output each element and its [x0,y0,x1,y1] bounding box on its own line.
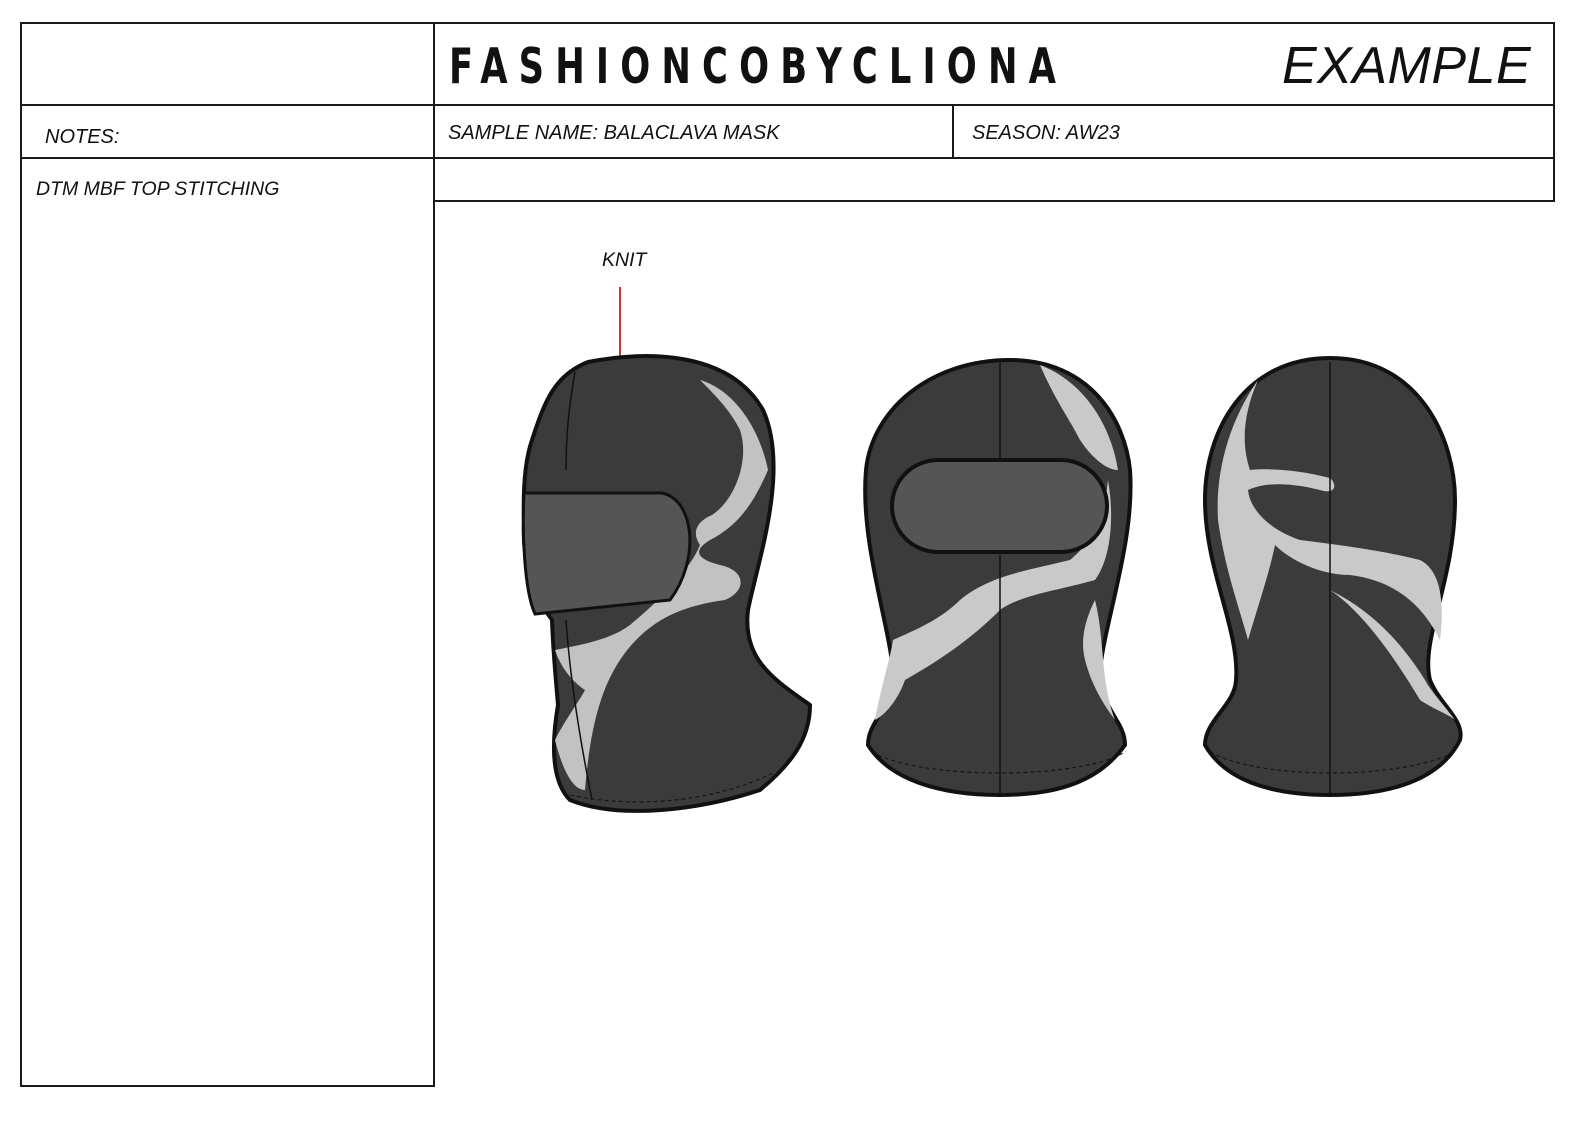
balaclava-front-icon [863,357,1133,798]
border-left [20,22,22,1087]
season-label: SEASON: AW23 [972,122,1120,144]
border-right [1553,22,1555,202]
blank-row-rule [433,200,1555,202]
sample-name: SAMPLE NAME: BALACLAVA MASK [448,122,780,144]
notes-divider [433,22,435,1087]
balaclava-back-icon [1202,355,1463,798]
knit-callout-label: KNIT [602,249,647,271]
header-rule [20,104,1555,106]
notes-label: NOTES: [45,126,120,148]
brand-title: FASHIONCOBYCLIONA [449,38,1068,95]
info-rule [20,157,1555,159]
note-item: DTM MBF TOP STITCHING [36,178,280,200]
border-bottom [20,1085,435,1087]
season-divider [952,104,954,159]
balaclava-side-icon [521,354,813,813]
border-top [20,22,1555,24]
example-stamp: EXAMPLE [1282,37,1532,95]
